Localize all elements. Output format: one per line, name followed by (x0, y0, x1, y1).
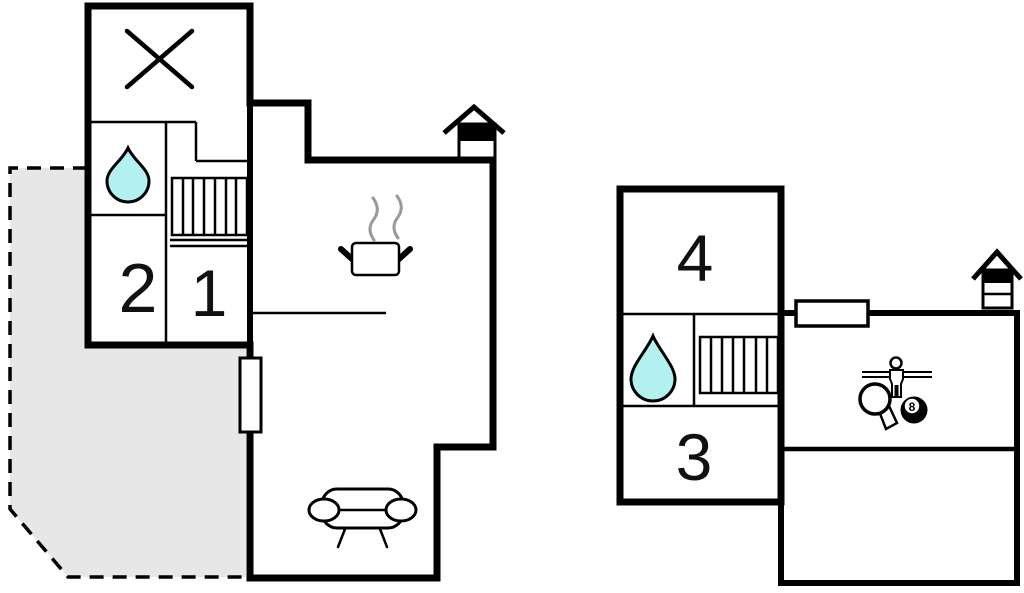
steam-icon (392, 194, 403, 240)
interior-partitions (88, 120, 386, 345)
terrace-fill (10, 168, 246, 577)
house-icon (971, 248, 1023, 310)
terrace-area (8, 166, 246, 579)
sofa-armrest (384, 497, 418, 523)
stairs-icon (698, 335, 780, 395)
room-1-label: 1 (191, 256, 228, 330)
house-roof (442, 103, 506, 135)
window (238, 356, 263, 434)
house-roof (971, 248, 1023, 281)
cooking-pot-icon (338, 194, 413, 277)
x-void-icon (124, 28, 195, 90)
room-2-label: 2 (119, 249, 158, 327)
sofa-legs (336, 527, 389, 549)
table-tennis-paddle-icon (858, 382, 899, 431)
room-3-label: 3 (676, 420, 713, 494)
eight-ball-icon: 8 (900, 396, 928, 424)
steam-icon (368, 196, 379, 242)
water-drop-icon (105, 144, 151, 204)
sofa-icon (307, 487, 418, 549)
interior-partitions-upper (620, 312, 781, 408)
stairs-icon (170, 176, 249, 237)
eight-ball-number: 8 (909, 400, 916, 414)
sofa-armrest (307, 497, 341, 523)
pot-handles (338, 246, 413, 262)
room-4-label: 4 (677, 221, 714, 295)
window (794, 299, 870, 328)
house-icon (442, 103, 506, 160)
foosball-player-icon (862, 356, 932, 398)
game-room-icons: 8 (858, 356, 932, 431)
water-drop-icon (629, 332, 677, 403)
terrace-dashed-outline (8, 166, 246, 579)
pot-body (350, 241, 401, 277)
